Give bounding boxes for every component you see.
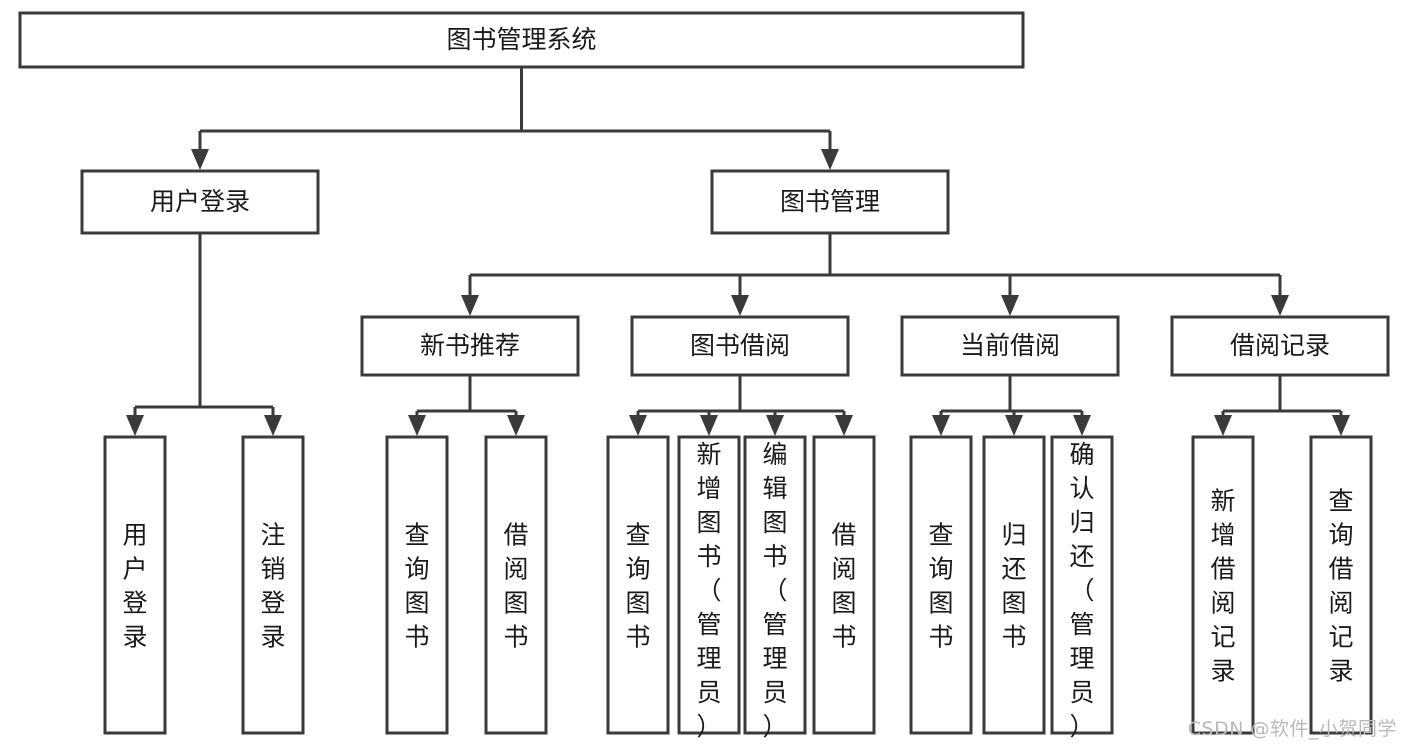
node-box [900,315,1120,377]
node-box [812,435,876,735]
node-label: 确认归还（管理员） [1069,440,1094,741]
node-label: 借阅记录 [1230,331,1330,360]
arrow-head-icon [766,415,784,436]
node-label: 借阅图书 [831,521,856,652]
node-label: 用户登录 [122,521,147,652]
node-label: 图书管理系统 [446,25,596,54]
node-book-borrow[interactable]: 图书借阅 [630,315,850,377]
node-box [241,435,305,735]
node-label: 借阅图书 [503,521,528,652]
node-current-borrow[interactable]: 当前借阅 [900,315,1120,377]
arrow-head-icon [1332,415,1350,436]
node-label: 归还图书 [1001,521,1026,652]
node-layer: 图书管理系统用户登录图书管理新书推荐图书借阅当前借阅借阅记录用户登录注销登录查询… [18,11,1390,741]
node-box [909,435,973,735]
node-box [677,435,741,735]
arrow-head-icon [1073,415,1091,436]
node-box [385,435,449,735]
arrow-head-icon [731,295,749,316]
node-root[interactable]: 图书管理系统 [18,11,1025,69]
node-label: 查询图书 [625,521,650,652]
arrow-head-icon [821,149,839,170]
arrow-head-icon [461,295,479,316]
node-box [1191,435,1255,735]
arrow-head-icon [1005,415,1023,436]
node-book-manage[interactable]: 图书管理 [710,169,950,235]
node-label: 注销登录 [260,521,285,652]
node-box [606,435,670,735]
node-box [80,169,320,235]
node-label: 新书推荐 [420,331,520,360]
arrow-head-icon [264,415,282,436]
arrow-head-icon [629,415,647,436]
arrow-head-icon [126,415,144,436]
node-user-login[interactable]: 用户登录 [80,169,320,235]
node-leaf-logout-login[interactable]: 注销登录 [241,435,305,735]
node-label: 查询图书 [404,521,429,652]
arrow-head-icon [191,149,209,170]
node-new-book-recommend[interactable]: 新书推荐 [360,315,580,377]
node-label: 用户登录 [150,187,250,216]
node-label: 编辑图书（管理员） [762,440,787,741]
node-leaf-confirm-return[interactable]: 确认归还（管理员） [1050,435,1114,741]
node-leaf-query-record[interactable]: 查询借阅记录 [1309,435,1373,735]
node-borrow-record[interactable]: 借阅记录 [1170,315,1390,377]
node-box [103,435,167,735]
node-box [360,315,580,377]
node-box [1170,315,1390,377]
node-leaf-query-book-3[interactable]: 查询图书 [909,435,973,735]
arrow-head-icon [835,415,853,436]
node-box [484,435,548,735]
node-label: 图书管理 [780,187,880,216]
arrow-head-icon [1271,295,1289,316]
arrow-head-icon [1214,415,1232,436]
arrow-head-icon [1001,295,1019,316]
arrow-head-icon [700,415,718,436]
node-label: 新增借阅记录 [1210,487,1235,686]
node-leaf-add-record[interactable]: 新增借阅记录 [1191,435,1255,735]
node-leaf-user-login[interactable]: 用户登录 [103,435,167,735]
watermark-text: CSDN @软件_小贺同学 [1187,718,1397,740]
node-box [710,169,950,235]
node-label: 图书借阅 [690,331,790,360]
node-box [982,435,1046,735]
node-box [630,315,850,377]
arrow-head-icon [507,415,525,436]
node-label: 查询图书 [928,521,953,652]
node-box [743,435,807,735]
node-label: 查询借阅记录 [1328,487,1353,686]
node-box [1050,435,1114,735]
node-box [18,11,1025,69]
connector-layer [126,67,1350,436]
node-leaf-query-book-2[interactable]: 查询图书 [606,435,670,735]
node-label: 当前借阅 [960,331,1060,360]
arrow-head-icon [408,415,426,436]
arrow-head-icon [932,415,950,436]
node-leaf-return-book[interactable]: 归还图书 [982,435,1046,735]
node-box [1309,435,1373,735]
node-leaf-borrow-book-1[interactable]: 借阅图书 [484,435,548,735]
node-label: 新增图书（管理员） [696,440,721,741]
node-leaf-borrow-book-2[interactable]: 借阅图书 [812,435,876,735]
node-leaf-add-book[interactable]: 新增图书（管理员） [677,435,741,741]
node-leaf-query-book-1[interactable]: 查询图书 [385,435,449,735]
node-leaf-edit-book[interactable]: 编辑图书（管理员） [743,435,807,741]
